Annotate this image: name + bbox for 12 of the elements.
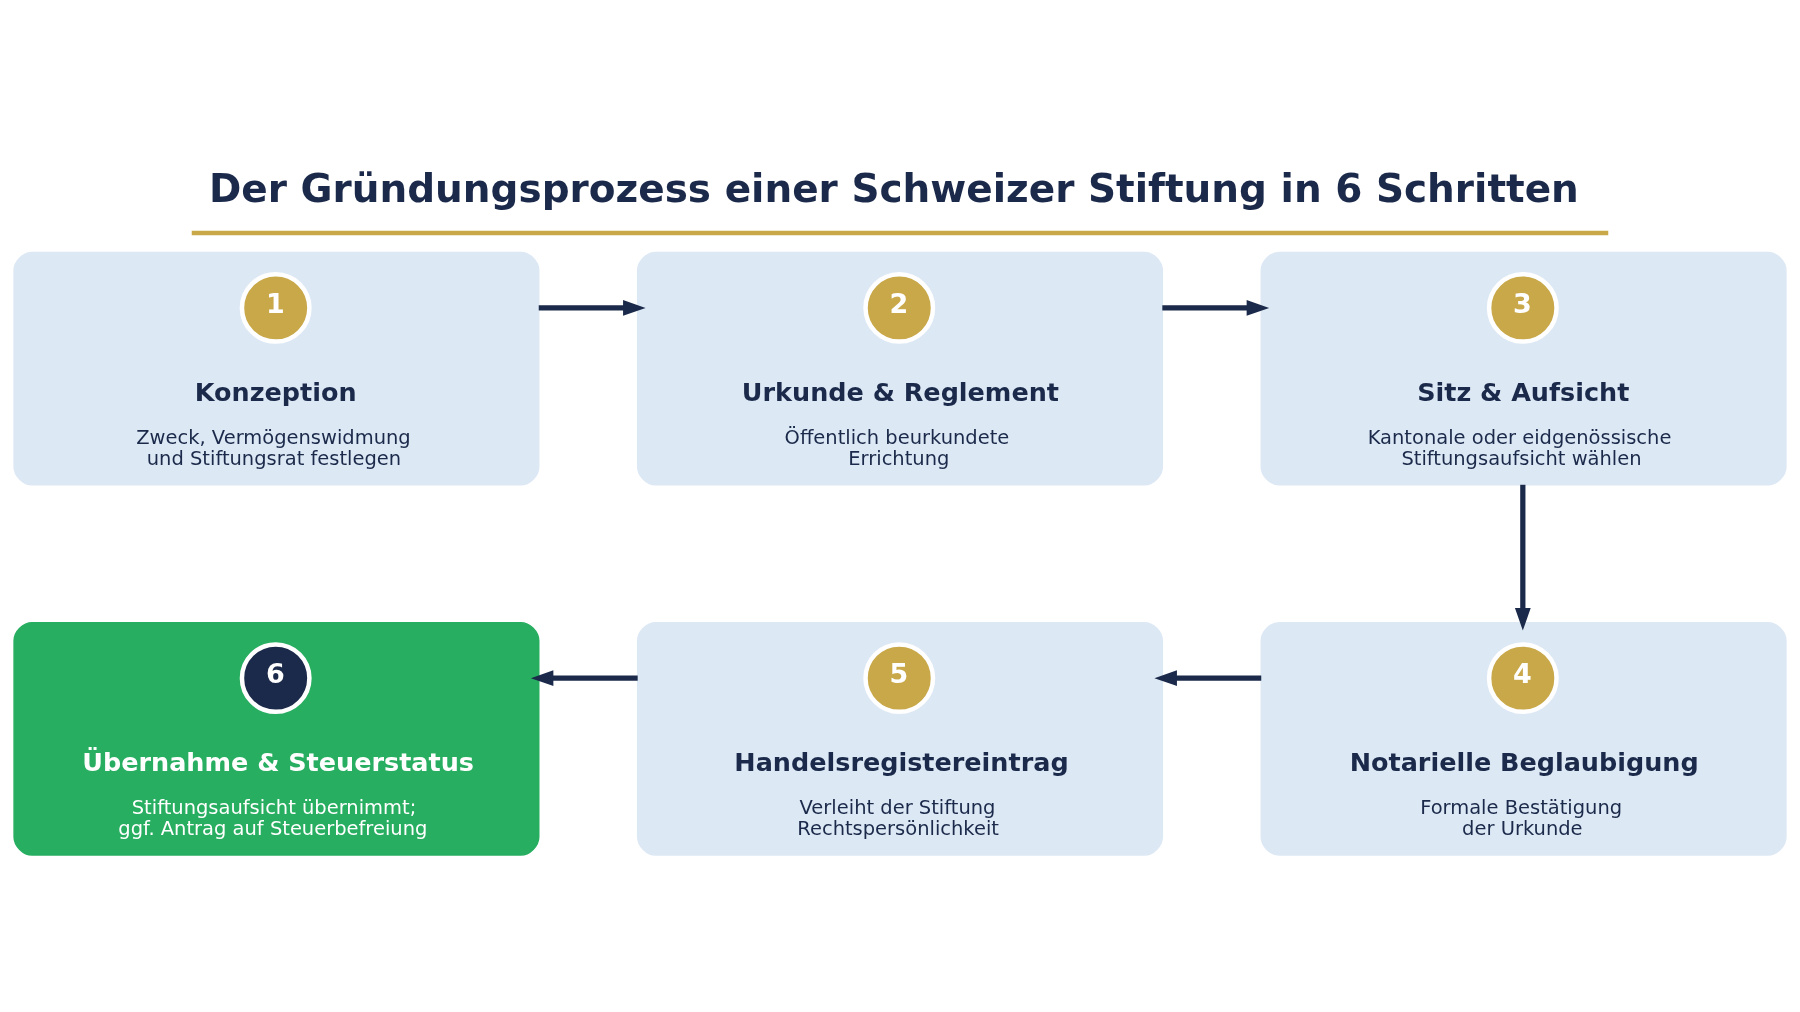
node-circle: 2 [863,271,936,344]
node-circle: 1 [239,271,312,344]
arrow [1514,484,1531,631]
node-circle: 6 [239,641,312,714]
node-circle: 5 [863,641,936,714]
node-circle: 3 [1486,271,1559,344]
arrow [538,299,646,316]
diagram-title: Der Gründungsprozess einer Schweizer Stiftung in 6 Schritten [208,165,1579,211]
arrow [1154,669,1262,686]
node-circle: 4 [1486,641,1559,714]
arrow [1162,299,1270,316]
arrow [530,669,638,686]
